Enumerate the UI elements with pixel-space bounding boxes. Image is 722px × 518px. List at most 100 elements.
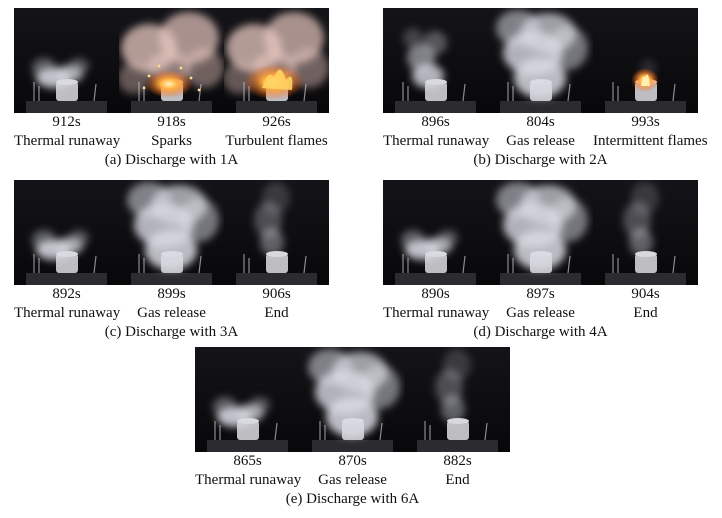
smoke-cloud [548,198,588,242]
frame-time: 993s [631,114,660,130]
smoke [127,182,219,270]
battery-holder [447,421,469,440]
frame-photo [488,180,593,285]
test-bench [395,273,476,285]
panel-e: 865s 870s 882s Thermal runaway Gas relea… [195,347,510,509]
wire-frame [612,254,676,274]
panel-caption: (d) Discharge with 4A [473,324,608,340]
test-bench [207,440,288,452]
scene-svg [195,347,300,452]
smoke [254,182,290,256]
test-bench [500,101,581,113]
scene-svg [405,347,510,452]
scene-svg [383,180,488,285]
wire-frame [138,254,202,274]
frame-label: Thermal runaway [14,305,121,321]
smoke-cloud [69,58,89,74]
frame-time: 926s [262,114,291,130]
smoke-cloud [213,397,237,417]
smoke [32,58,89,88]
photo-strip [383,8,698,113]
battery-holder [266,254,288,273]
battery-holder [635,254,657,273]
test-bench [605,101,686,113]
smoke-cloud [496,10,540,46]
test-bench [312,440,393,452]
frame-time: 897s [526,286,555,302]
scene-svg [593,180,698,285]
photo-strip [14,180,329,285]
frame-label: Gas release [137,305,206,321]
test-bench [236,273,317,285]
frame-photo [300,347,405,452]
test-bench [605,273,686,285]
flame [142,64,201,98]
smoke-cloud [401,230,425,250]
panel-caption: (c) Discharge with 3A [104,324,239,340]
test-bench [131,273,212,285]
frame-photo [488,8,593,113]
smoke-cloud [179,198,219,242]
smoke-cloud [438,230,458,246]
scene-svg [119,8,224,113]
panel-caption: (b) Discharge with 2A [473,152,608,168]
frame-photo [593,8,698,113]
frame-label: Sparks [151,133,192,149]
wire-frame [33,82,97,102]
smoke [308,349,400,437]
frame-time: 865s [233,453,262,469]
smoke-cloud [69,230,89,246]
smoke-cloud [308,349,352,385]
smoke-cloud [403,28,423,48]
frame-label: Intermittent flames [593,133,708,149]
frame-photo [119,180,224,285]
panel-caption: (a) Discharge with 1A [104,152,239,168]
frame-label: End [445,472,470,488]
scene-svg [14,180,119,285]
smoke-cloud [423,31,447,55]
frame-label: Turbulent flames [225,133,328,149]
scene-svg [300,347,405,452]
smoke [32,230,89,260]
wire-frame [612,82,676,102]
smoke [401,230,458,260]
frame-photo [195,347,300,452]
test-bench [26,101,107,113]
scene-svg [593,8,698,113]
panel-c: 892s 899s 906s Thermal runaway Gas relea… [14,180,329,342]
scene-svg [224,180,329,285]
frame-label: Gas release [506,133,575,149]
photo-strip [195,347,510,452]
panel-caption: (e) Discharge with 6A [285,491,420,507]
frame-photo [383,8,488,113]
smoke-cloud [443,349,471,381]
flame-glow [145,70,193,98]
frame-photo [593,180,698,285]
smoke-cloud [184,48,224,88]
frame-time: 912s [52,114,81,130]
frame-photo [119,8,224,113]
frame-photo [224,180,329,285]
spark [157,64,161,68]
smoke-cloud [548,26,588,70]
panel-b: 896s 804s 993s Thermal runaway Gas relea… [383,8,708,170]
smoke [623,182,659,256]
frame-time: 918s [157,114,186,130]
frame-label: Thermal runaway [383,133,490,149]
frame-label: Gas release [318,472,387,488]
frame-label: Thermal runaway [383,305,490,321]
wire-frame [507,254,571,274]
wire-frame [33,254,97,274]
scene-svg [119,180,224,285]
smoke-cloud [127,182,171,218]
frame-label: Gas release [506,305,575,321]
smoke-cloud [262,182,290,214]
frame-label: Thermal runaway [14,133,121,149]
wire-frame [507,82,571,102]
frame-time: 904s [631,286,660,302]
wire-frame [319,421,383,441]
frame-time: 870s [338,453,367,469]
frame-time: 892s [52,286,81,302]
scene-svg [488,180,593,285]
test-bench [500,273,581,285]
